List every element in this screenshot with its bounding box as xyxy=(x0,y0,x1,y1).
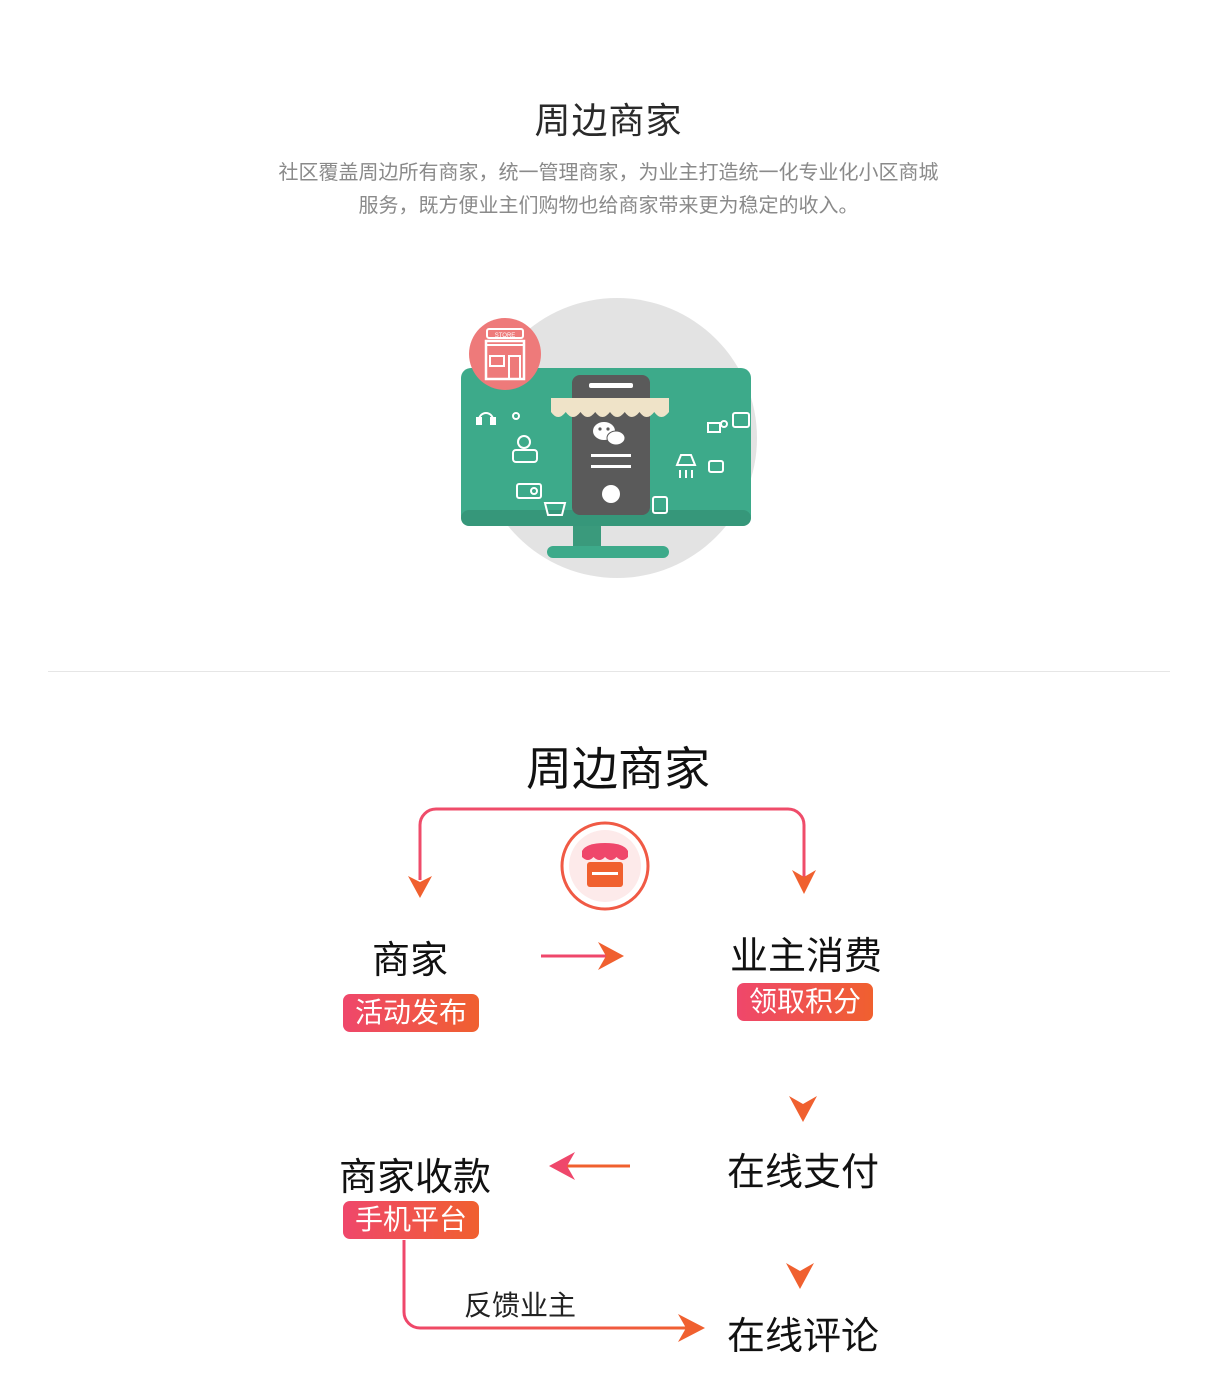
flow-title: 周边商家 xyxy=(526,742,710,796)
hood-icon xyxy=(675,454,697,478)
store-badge-icon xyxy=(469,318,541,390)
tv-icon xyxy=(708,460,724,473)
store-badge-text: STORE xyxy=(495,333,516,339)
wechat-icon xyxy=(593,422,626,446)
phone-speaker xyxy=(589,383,633,388)
arrow-head-right-down xyxy=(792,870,816,894)
bulb-icon xyxy=(512,412,520,420)
monitor-bezel xyxy=(461,510,751,526)
node-merchant-collect: 商家收款 xyxy=(338,1155,491,1199)
camera-icon xyxy=(707,420,728,433)
badge-activity-publish: 活动发布 xyxy=(343,994,479,1032)
merchant-illustration: STORE xyxy=(461,298,757,578)
calculator-icon xyxy=(652,496,668,514)
node-online-review: 在线评论 xyxy=(726,1314,879,1358)
arrow-collect-to-review xyxy=(402,1240,690,1330)
section-divider xyxy=(48,671,1170,672)
feedback-label: 反馈业主 xyxy=(464,1289,577,1322)
mixer-icon xyxy=(512,435,538,463)
phone-home-button xyxy=(602,485,620,503)
store-awning xyxy=(551,398,669,417)
arrow-head-left-down xyxy=(408,876,432,898)
oven-icon xyxy=(732,412,750,428)
node-online-pay: 在线支付 xyxy=(726,1150,879,1194)
badge-mobile-platform: 手机平台 xyxy=(343,1201,479,1239)
store-circle-icon xyxy=(560,821,650,911)
monitor-base xyxy=(547,546,669,558)
node-merchant: 商家 xyxy=(371,938,448,982)
top-loop-line xyxy=(418,807,806,880)
headphones-icon xyxy=(476,412,496,425)
section-description-line2: 服务，既方便业主们购物也给商家带来更为稳定的收入。 xyxy=(358,193,859,217)
radio-icon xyxy=(516,483,542,499)
node-owner-consume: 业主消费 xyxy=(729,934,882,978)
badge-claim-points: 领取积分 xyxy=(737,983,873,1021)
section-title: 周边商家 xyxy=(534,101,683,142)
basket-icon xyxy=(543,502,567,516)
section-description-line1: 社区覆盖周边所有商家，统一管理商家，为业主打造统一化专业化小区商城 xyxy=(278,160,939,184)
